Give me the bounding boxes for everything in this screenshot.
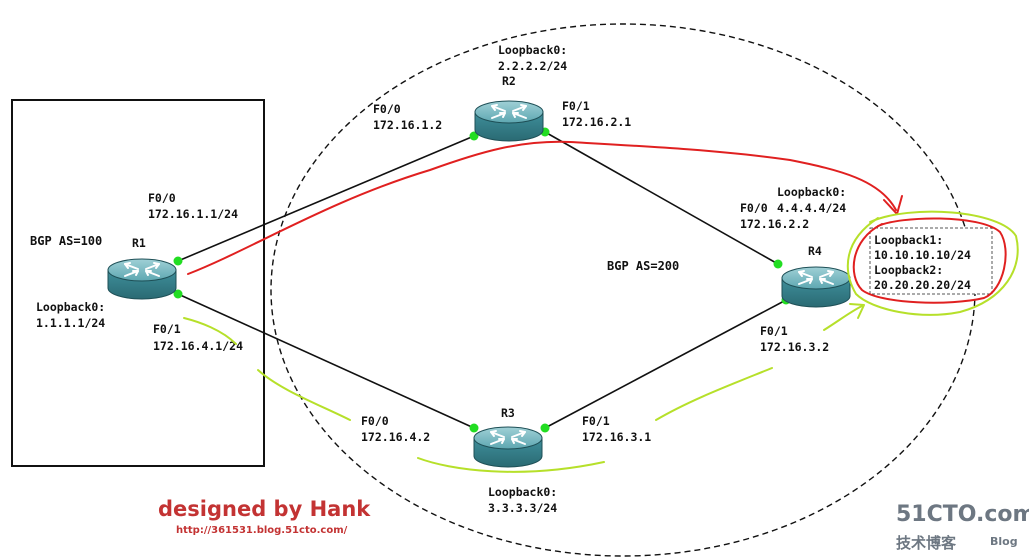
- dot-r4-f00: [773, 259, 783, 269]
- link-r3-r4: [544, 299, 787, 429]
- r4-loopback2-ip: 20.20.20.20/24: [874, 278, 971, 292]
- watermark-blog: Blog: [990, 535, 1018, 548]
- r2-f01-ip: 172.16.2.1: [562, 115, 631, 129]
- as200-label: BGP AS=200: [607, 259, 679, 273]
- r3-f01-port: F0/1: [582, 414, 610, 428]
- r2-loopback-title: Loopback0:: [498, 43, 567, 57]
- watermark-site: 51CTO.com: [896, 502, 1029, 527]
- r4-loopback1-ip: 10.10.10.10/24: [874, 248, 971, 262]
- r4-f01-ip: 172.16.3.2: [760, 340, 829, 354]
- r2-f00-port: F0/0: [373, 102, 401, 116]
- green-r3-r4-stroke: [655, 367, 773, 421]
- green-annotation: [183, 210, 1019, 473]
- r4-loopback-ip: 4.4.4.4/24: [777, 201, 846, 215]
- red-route-path: [187, 140, 897, 275]
- r4-loopback1-title: Loopback1:: [874, 233, 943, 247]
- red-circle: [852, 217, 1007, 304]
- r1-f00-port: F0/0: [148, 191, 176, 205]
- r1-f01-ip: 172.16.4.1/24: [153, 339, 243, 353]
- r3-f00-ip: 172.16.4.2: [361, 430, 430, 444]
- r3-f01-ip: 172.16.3.1: [582, 430, 651, 444]
- router-r3-name: R3: [501, 406, 515, 420]
- router-r2-name: R2: [502, 74, 516, 88]
- link-r2-r4: [544, 131, 779, 265]
- green-r1-r3-stroke: [257, 369, 351, 421]
- link-dots: [173, 127, 791, 433]
- r3-loopback-title: Loopback0:: [488, 485, 557, 499]
- r4-loopback-title: Loopback0:: [777, 185, 846, 199]
- r2-f01-port: F0/1: [562, 99, 590, 113]
- credit-url[interactable]: http://361531.blog.51cto.com/: [176, 525, 348, 536]
- as100-boundary: [11, 99, 265, 467]
- r4-loopbacks-box: [869, 227, 993, 295]
- dot-r3-f01: [540, 423, 550, 433]
- router-r3-icon[interactable]: [473, 426, 543, 468]
- router-r2-icon[interactable]: [474, 100, 544, 142]
- dot-r1-f01: [173, 289, 183, 299]
- r3-loopback-ip: 3.3.3.3/24: [488, 501, 557, 515]
- r4-f01-port: F0/1: [760, 324, 788, 338]
- router-r4-name: R4: [808, 244, 822, 258]
- dot-r1-f00: [173, 256, 183, 266]
- green-r4-stroke: [823, 305, 863, 331]
- r4-loopback2-title: Loopback2:: [874, 263, 943, 277]
- designed-by-credit: designed by Hank: [158, 497, 371, 521]
- green-arrowhead: [849, 303, 865, 319]
- r4-f00-ip: 172.16.2.2: [740, 217, 809, 231]
- router-r1-icon[interactable]: [107, 258, 177, 300]
- router-r4-icon[interactable]: [781, 266, 851, 308]
- router-r1-name: R1: [132, 236, 146, 250]
- watermark-cn: 技术博客: [896, 534, 957, 552]
- as100-label: BGP AS=100: [30, 234, 102, 248]
- r4-f00-port: F0/0: [740, 201, 768, 215]
- link-r1-r3: [177, 293, 475, 429]
- r1-f00-ip: 172.16.1.1/24: [148, 207, 238, 221]
- r3-f00-port: F0/0: [361, 414, 389, 428]
- link-r1-r2: [177, 135, 475, 262]
- green-r3-underline: [417, 457, 605, 473]
- green-circle: [846, 210, 1019, 316]
- r2-loopback-ip: 2.2.2.2/24: [498, 59, 567, 73]
- r1-loopback-ip: 1.1.1.1/24: [36, 316, 105, 330]
- r1-loopback-title: Loopback0:: [36, 300, 105, 314]
- green-r1-stroke: [183, 317, 237, 345]
- dot-r3-f00: [469, 423, 479, 433]
- r1-f01-port: F0/1: [153, 322, 181, 336]
- r2-f00-ip: 172.16.1.2: [373, 118, 442, 132]
